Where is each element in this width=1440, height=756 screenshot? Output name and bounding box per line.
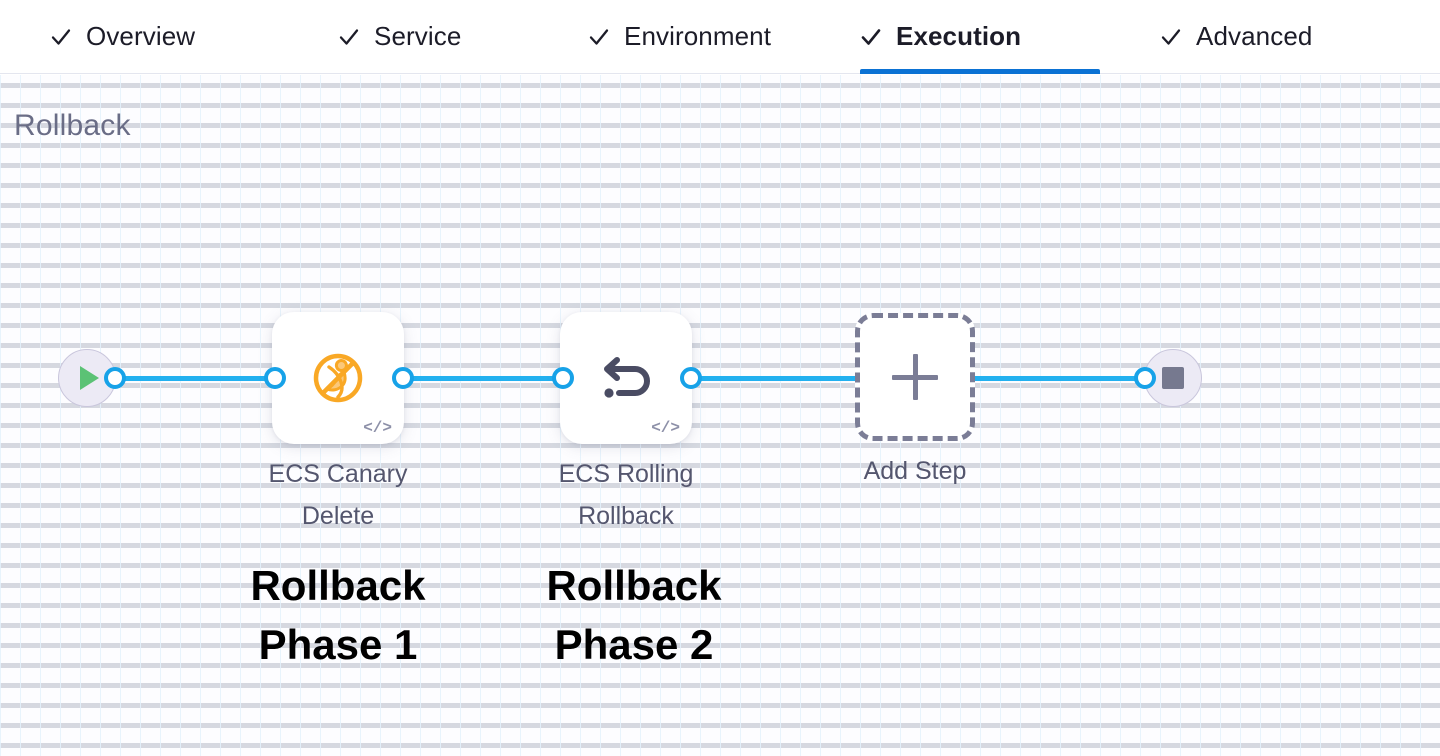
add-step-label: Add Step — [863, 457, 967, 485]
port-step2-input[interactable] — [552, 367, 574, 389]
stop-icon — [1162, 367, 1184, 389]
tab-label: Execution — [896, 21, 1022, 51]
wire-step1-to-step2 — [396, 376, 574, 381]
tab-execution[interactable]: Execution — [860, 0, 1100, 74]
wizard-tab-bar: Overview Service Environment Execution A… — [0, 0, 1440, 74]
plus-icon-bar — [892, 374, 938, 380]
tab-label: Environment — [624, 21, 772, 51]
tab-overview[interactable]: Overview — [50, 0, 195, 74]
port-start-output[interactable] — [104, 367, 126, 389]
tab-label: Service — [374, 21, 462, 51]
annotation-rollback-phase-1: Rollback Phase 1 — [250, 562, 426, 668]
tab-label: Overview — [86, 21, 196, 51]
play-icon — [80, 366, 99, 390]
active-tab-underline — [860, 68, 1100, 74]
check-icon — [50, 26, 72, 48]
port-step2-output[interactable] — [680, 367, 702, 389]
port-step1-output[interactable] — [392, 367, 414, 389]
port-end-input[interactable] — [1134, 367, 1156, 389]
tab-advanced[interactable]: Advanced — [1160, 0, 1312, 74]
rollback-pipeline-graph: </> ECS Canary Delete Rollback Phase 1 <… — [0, 75, 1440, 756]
pipeline-start-node[interactable] — [58, 349, 116, 407]
add-step-button[interactable] — [855, 313, 975, 441]
check-icon — [338, 26, 360, 48]
step-node-ecs-rolling-rollback[interactable]: </> — [560, 312, 692, 444]
pipeline-canvas[interactable]: Rollback </> ECS Canary Delete — [0, 75, 1440, 756]
canary-delete-icon — [272, 312, 404, 444]
rollback-undo-icon — [560, 312, 692, 444]
check-icon — [860, 26, 882, 48]
tab-label: Advanced — [1196, 21, 1313, 51]
step-label-ecs-rolling-rollback: ECS Rolling Rollback — [558, 460, 694, 530]
tab-service[interactable]: Service — [338, 0, 461, 74]
check-icon — [588, 26, 610, 48]
step-node-ecs-canary-delete[interactable]: </> — [272, 312, 404, 444]
section-title-rollback: Rollback — [14, 109, 131, 142]
step-label-ecs-canary-delete: ECS Canary Delete — [268, 460, 408, 530]
port-step1-input[interactable] — [264, 367, 286, 389]
annotation-rollback-phase-2: Rollback Phase 2 — [546, 562, 722, 668]
check-icon — [1160, 26, 1182, 48]
tab-environment[interactable]: Environment — [588, 0, 771, 74]
wire-start-to-step1 — [108, 376, 284, 381]
code-badge-icon[interactable]: </> — [651, 419, 680, 437]
code-badge-icon[interactable]: </> — [363, 419, 392, 437]
